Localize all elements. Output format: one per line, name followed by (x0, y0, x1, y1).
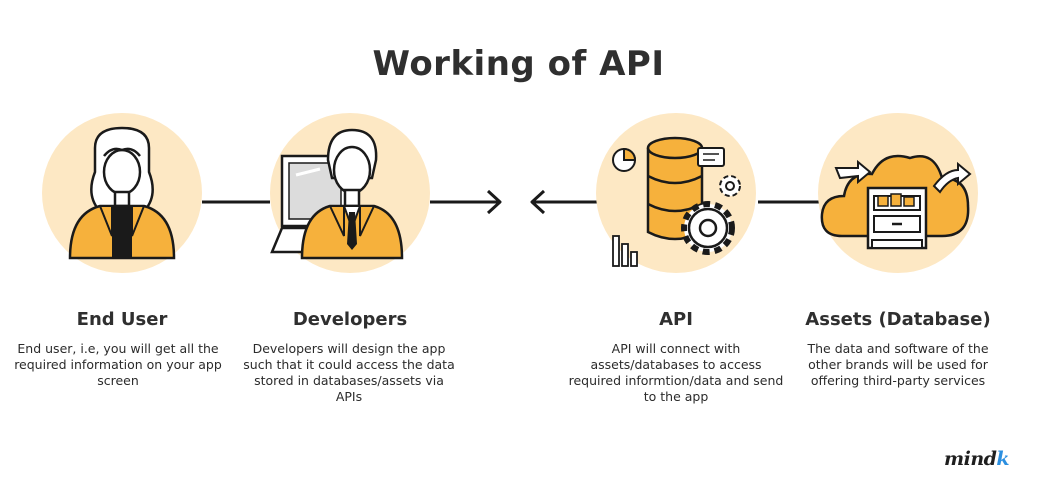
node-label-api: API (659, 309, 693, 330)
message-icon (697, 147, 725, 167)
node-desc-api: API will connect with assets/databases t… (568, 341, 784, 404)
arrow-left (530, 189, 597, 215)
flow-diagram (42, 113, 978, 273)
gear-icon (681, 201, 735, 255)
small-gear-icon (719, 175, 741, 197)
arrow-right (430, 189, 502, 215)
brand-logo: mindk (944, 448, 1010, 470)
bar-chart-icon (612, 235, 638, 267)
diagram-title: Working of API (372, 44, 665, 84)
end-user-icon (42, 113, 202, 273)
api-database-icon (596, 113, 756, 273)
node-desc-end-user: End user, i.e, you will get all the requ… (14, 341, 222, 388)
node-desc-assets: The data and software of the other brand… (807, 341, 989, 388)
cloud-file-cabinet-icon (818, 113, 978, 273)
developer-icon (270, 113, 430, 273)
node-label-end-user: End User (76, 309, 168, 330)
node-label-developers: Developers (292, 309, 408, 330)
node-label-assets: Assets (Database) (805, 309, 991, 330)
node-desc-developers: Developers will design the app such that… (243, 341, 455, 404)
pie-chart-icon (612, 147, 637, 172)
